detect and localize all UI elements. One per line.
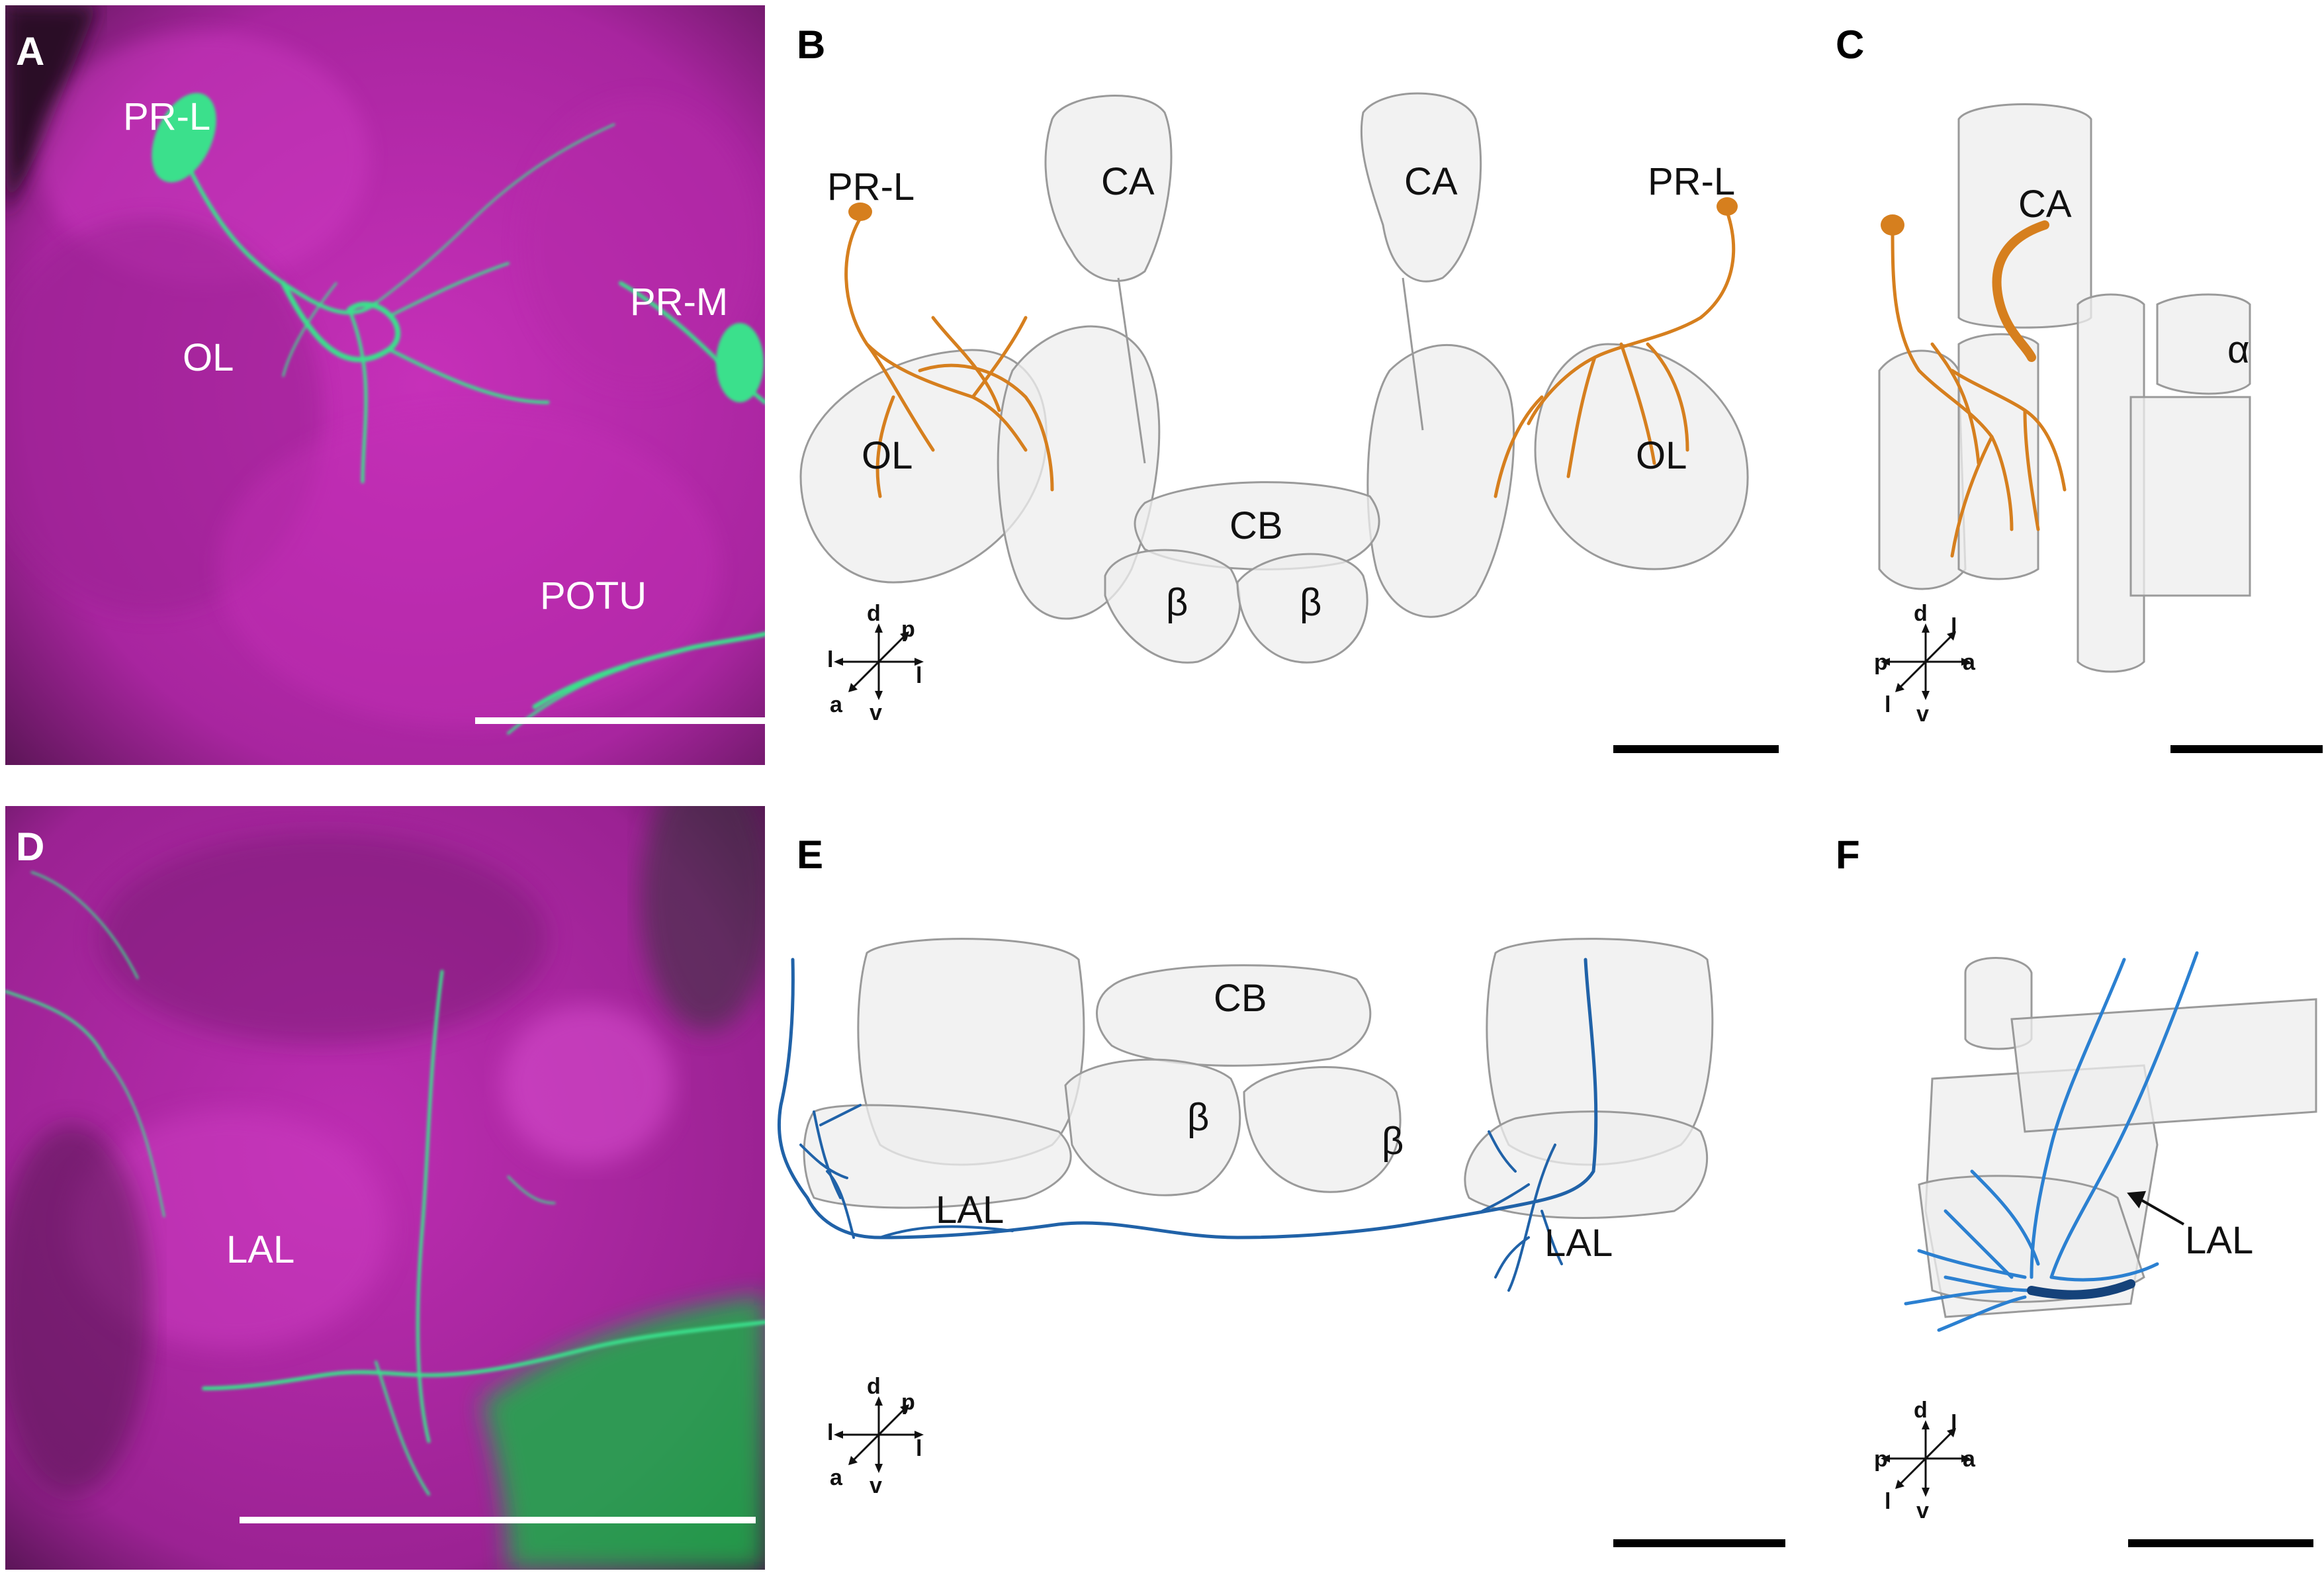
label-ca: CA (2018, 183, 2072, 226)
panel-letter: D (16, 825, 45, 869)
compass-v: v (870, 700, 882, 725)
compass-d: d (867, 601, 881, 626)
label-alpha: α (2227, 328, 2250, 371)
compass-d: d (867, 1374, 881, 1399)
label-ca-left: CA (1101, 160, 1155, 203)
orientation-compass: d l p a l v (1874, 602, 1975, 725)
panel-a-confocal-image: A PR-L PR-M OL POTU (5, 5, 765, 765)
compass-arrows-icon (834, 623, 924, 700)
compass-l-right: l (916, 663, 922, 688)
label-lal-left: LAL (936, 1189, 1005, 1232)
scale-bar (475, 717, 765, 724)
compass-d: d (1914, 601, 1928, 626)
label-lal-right: LAL (1544, 1222, 1613, 1265)
panel-c-render (1878, 103, 2323, 753)
compass-arrows-icon (1881, 1420, 1971, 1497)
orientation-compass: d p l l a v (827, 602, 925, 724)
label-pr-l-left: PR-L (827, 165, 915, 208)
panel-letter: C (1836, 22, 1865, 67)
label-cb: CB (1229, 504, 1283, 547)
panel-a-micrograph (5, 5, 765, 765)
label-cb: CB (1214, 977, 1267, 1020)
panel-letter: A (16, 29, 45, 73)
label-beta-right: β (1382, 1120, 1404, 1163)
panel-c-side-view: C CA α d l p a l v (1813, 0, 2324, 774)
compass-a: a (830, 692, 842, 717)
panel-d-confocal-image: D LAL (5, 806, 765, 1570)
label-potu: POTU (540, 574, 647, 617)
compass-l-top: l (1951, 1411, 1957, 1436)
compass-l-top: l (1951, 614, 1957, 639)
compass-l-bottom: l (1885, 692, 1891, 717)
panel-f-side-view: F LAL d l p a l v (1813, 801, 2324, 1575)
compass-a: a (830, 1465, 842, 1490)
compass-p: p (1874, 1447, 1888, 1472)
compass-l-left: l (827, 1420, 834, 1445)
compass-l-bottom: l (1885, 1489, 1891, 1514)
label-lal: LAL (226, 1228, 295, 1271)
compass-d: d (1914, 1398, 1928, 1423)
label-beta-right: β (1300, 581, 1322, 624)
panel-d-micrograph (5, 806, 765, 1570)
label-pr-m: PR-M (630, 281, 729, 324)
panel-letter: E (797, 832, 824, 877)
scale-bar (240, 1517, 756, 1523)
label-ol-right: OL (1636, 434, 1687, 477)
compass-p: p (1874, 650, 1888, 675)
panel-e-3d-reconstruction: E CB β β LAL LAL d p l l a v (774, 801, 1807, 1575)
compass-arrows-icon (834, 1396, 924, 1473)
compass-arrows-icon (1881, 623, 1971, 700)
label-lal: LAL (2185, 1219, 2254, 1262)
compass-l-left: l (827, 647, 834, 672)
compass-l-right: l (916, 1436, 922, 1461)
panel-b-3d-reconstruction: B PR-L PR-L CA CA OL OL CB β β d p l l a… (774, 0, 1807, 774)
orientation-compass: d p l l a v (827, 1375, 925, 1497)
panel-letter: F (1836, 832, 1860, 877)
compass-v: v (870, 1473, 882, 1498)
panel-f-render (1904, 951, 2317, 1547)
label-pr-l-right: PR-L (1648, 160, 1736, 203)
compass-p: p (901, 617, 915, 642)
compass-p: p (901, 1390, 915, 1415)
label-pr-l: PR-L (123, 95, 211, 138)
scale-bar (2170, 745, 2323, 753)
scale-bar (1613, 745, 1779, 753)
panel-letter: B (797, 22, 826, 67)
label-beta-left: β (1166, 581, 1188, 624)
label-ca-right: CA (1404, 160, 1458, 203)
compass-a: a (1963, 650, 1975, 675)
label-beta-left: β (1187, 1096, 1210, 1139)
label-ol: OL (183, 336, 234, 379)
compass-a: a (1963, 1447, 1975, 1472)
orientation-compass: d l p a l v (1874, 1399, 1975, 1522)
panel-e-render (777, 938, 1785, 1547)
compass-v: v (1916, 1498, 1929, 1523)
panel-b-render (799, 92, 1779, 753)
label-ol-left: OL (862, 434, 913, 477)
scale-bar (2128, 1539, 2313, 1547)
scale-bar (1613, 1539, 1785, 1547)
compass-v: v (1916, 701, 1929, 727)
